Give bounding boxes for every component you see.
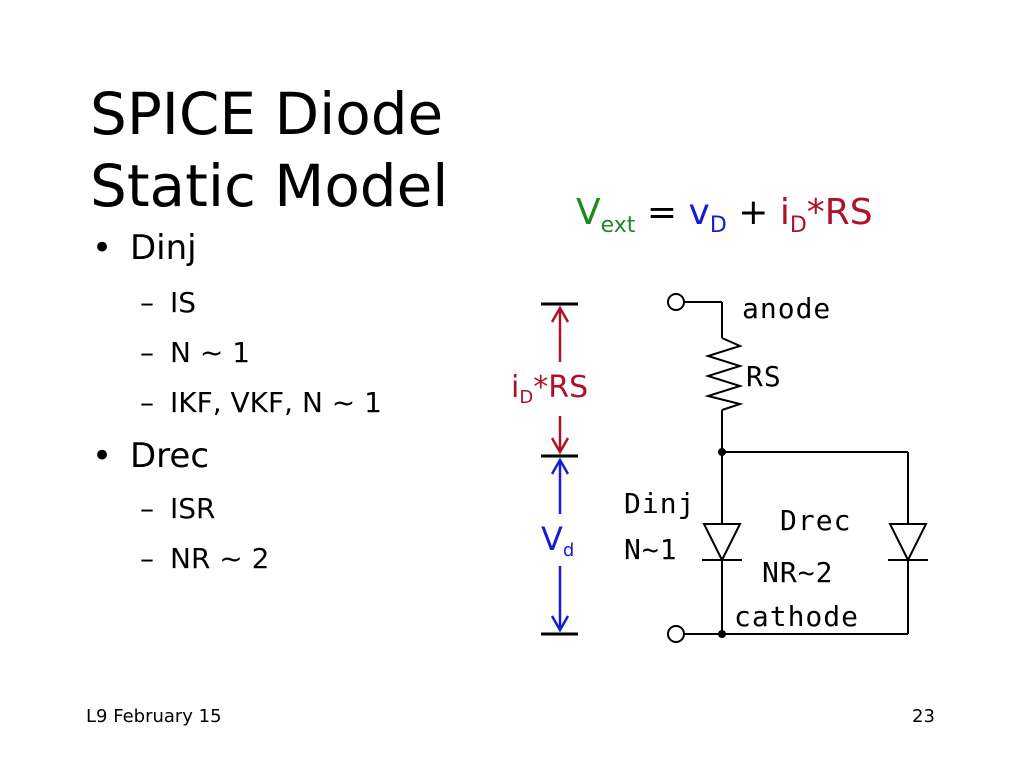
plus-sign: + xyxy=(726,192,780,233)
drec-label: Drec xyxy=(780,504,852,537)
sub-bullet-label: ISR xyxy=(170,492,216,525)
dash-symbol: – xyxy=(140,542,154,575)
sub-bullet-label: NR ~ 2 xyxy=(170,542,270,575)
sub-bullet-label: N ~ 1 xyxy=(170,336,251,369)
bottom-node-dot xyxy=(718,630,726,638)
resistor-rs xyxy=(704,337,744,411)
vd-v: V xyxy=(541,520,563,558)
dinj-label: Dinj xyxy=(624,487,696,520)
anode-terminal xyxy=(667,293,685,311)
dash-symbol: – xyxy=(140,286,154,319)
ird-label: iD*RS xyxy=(511,370,588,408)
dash-symbol: – xyxy=(140,492,154,525)
bullet-label: Drec xyxy=(130,436,210,476)
dimension-arrows xyxy=(541,302,578,636)
ird-subscript: D xyxy=(519,387,534,408)
equals-sign: = xyxy=(635,192,689,233)
footer-date: L9 February 15 xyxy=(86,706,222,727)
id-symbol: i xyxy=(779,192,790,233)
vd-label: Vd xyxy=(541,520,574,561)
page-number: 23 xyxy=(912,706,935,727)
voltage-equation: Vext = vD + iD*RS xyxy=(576,192,873,238)
sub-bullet-label: IKF, VKF, N ~ 1 xyxy=(170,386,382,419)
dinj-n-label: N~1 xyxy=(624,533,678,566)
vd-arrow-up-head xyxy=(550,457,570,475)
top-node-dot xyxy=(718,448,726,456)
vext-subscript: ext xyxy=(600,213,636,238)
drec-nr-label: NR~2 xyxy=(762,556,834,589)
slide-title: SPICE Diode Static Model xyxy=(90,78,448,222)
drec-diode-symbol xyxy=(888,523,928,563)
ird-arrow-down-head xyxy=(550,437,570,455)
vext-symbol: V xyxy=(576,192,601,233)
dash-symbol: – xyxy=(140,386,154,419)
bullet-symbol: • xyxy=(92,228,113,268)
id-subscript: D xyxy=(789,213,807,238)
title-line-1: SPICE Diode xyxy=(90,80,444,148)
vd-arrow-down-head xyxy=(550,615,570,633)
vd-symbol: v xyxy=(688,192,710,233)
cathode-terminal xyxy=(667,625,685,643)
ird-i: i xyxy=(511,370,520,405)
bullet-symbol: • xyxy=(92,436,113,476)
rs-term: *RS xyxy=(806,192,873,233)
dinj-diode-symbol xyxy=(702,523,742,563)
cathode-label: cathode xyxy=(734,600,860,633)
vd-subscript: D xyxy=(709,213,727,238)
ird-arrow-up-head xyxy=(550,305,570,323)
anode-label: anode xyxy=(742,292,832,325)
ird-rs: *RS xyxy=(533,370,589,405)
circuit-wires xyxy=(667,293,928,643)
title-line-2: Static Model xyxy=(90,152,449,220)
dash-symbol: – xyxy=(140,336,154,369)
rs-label: RS xyxy=(746,360,782,393)
sub-bullet-label: IS xyxy=(170,286,197,319)
bullet-label: Dinj xyxy=(130,228,197,268)
vd-label-subscript: d xyxy=(562,540,575,561)
